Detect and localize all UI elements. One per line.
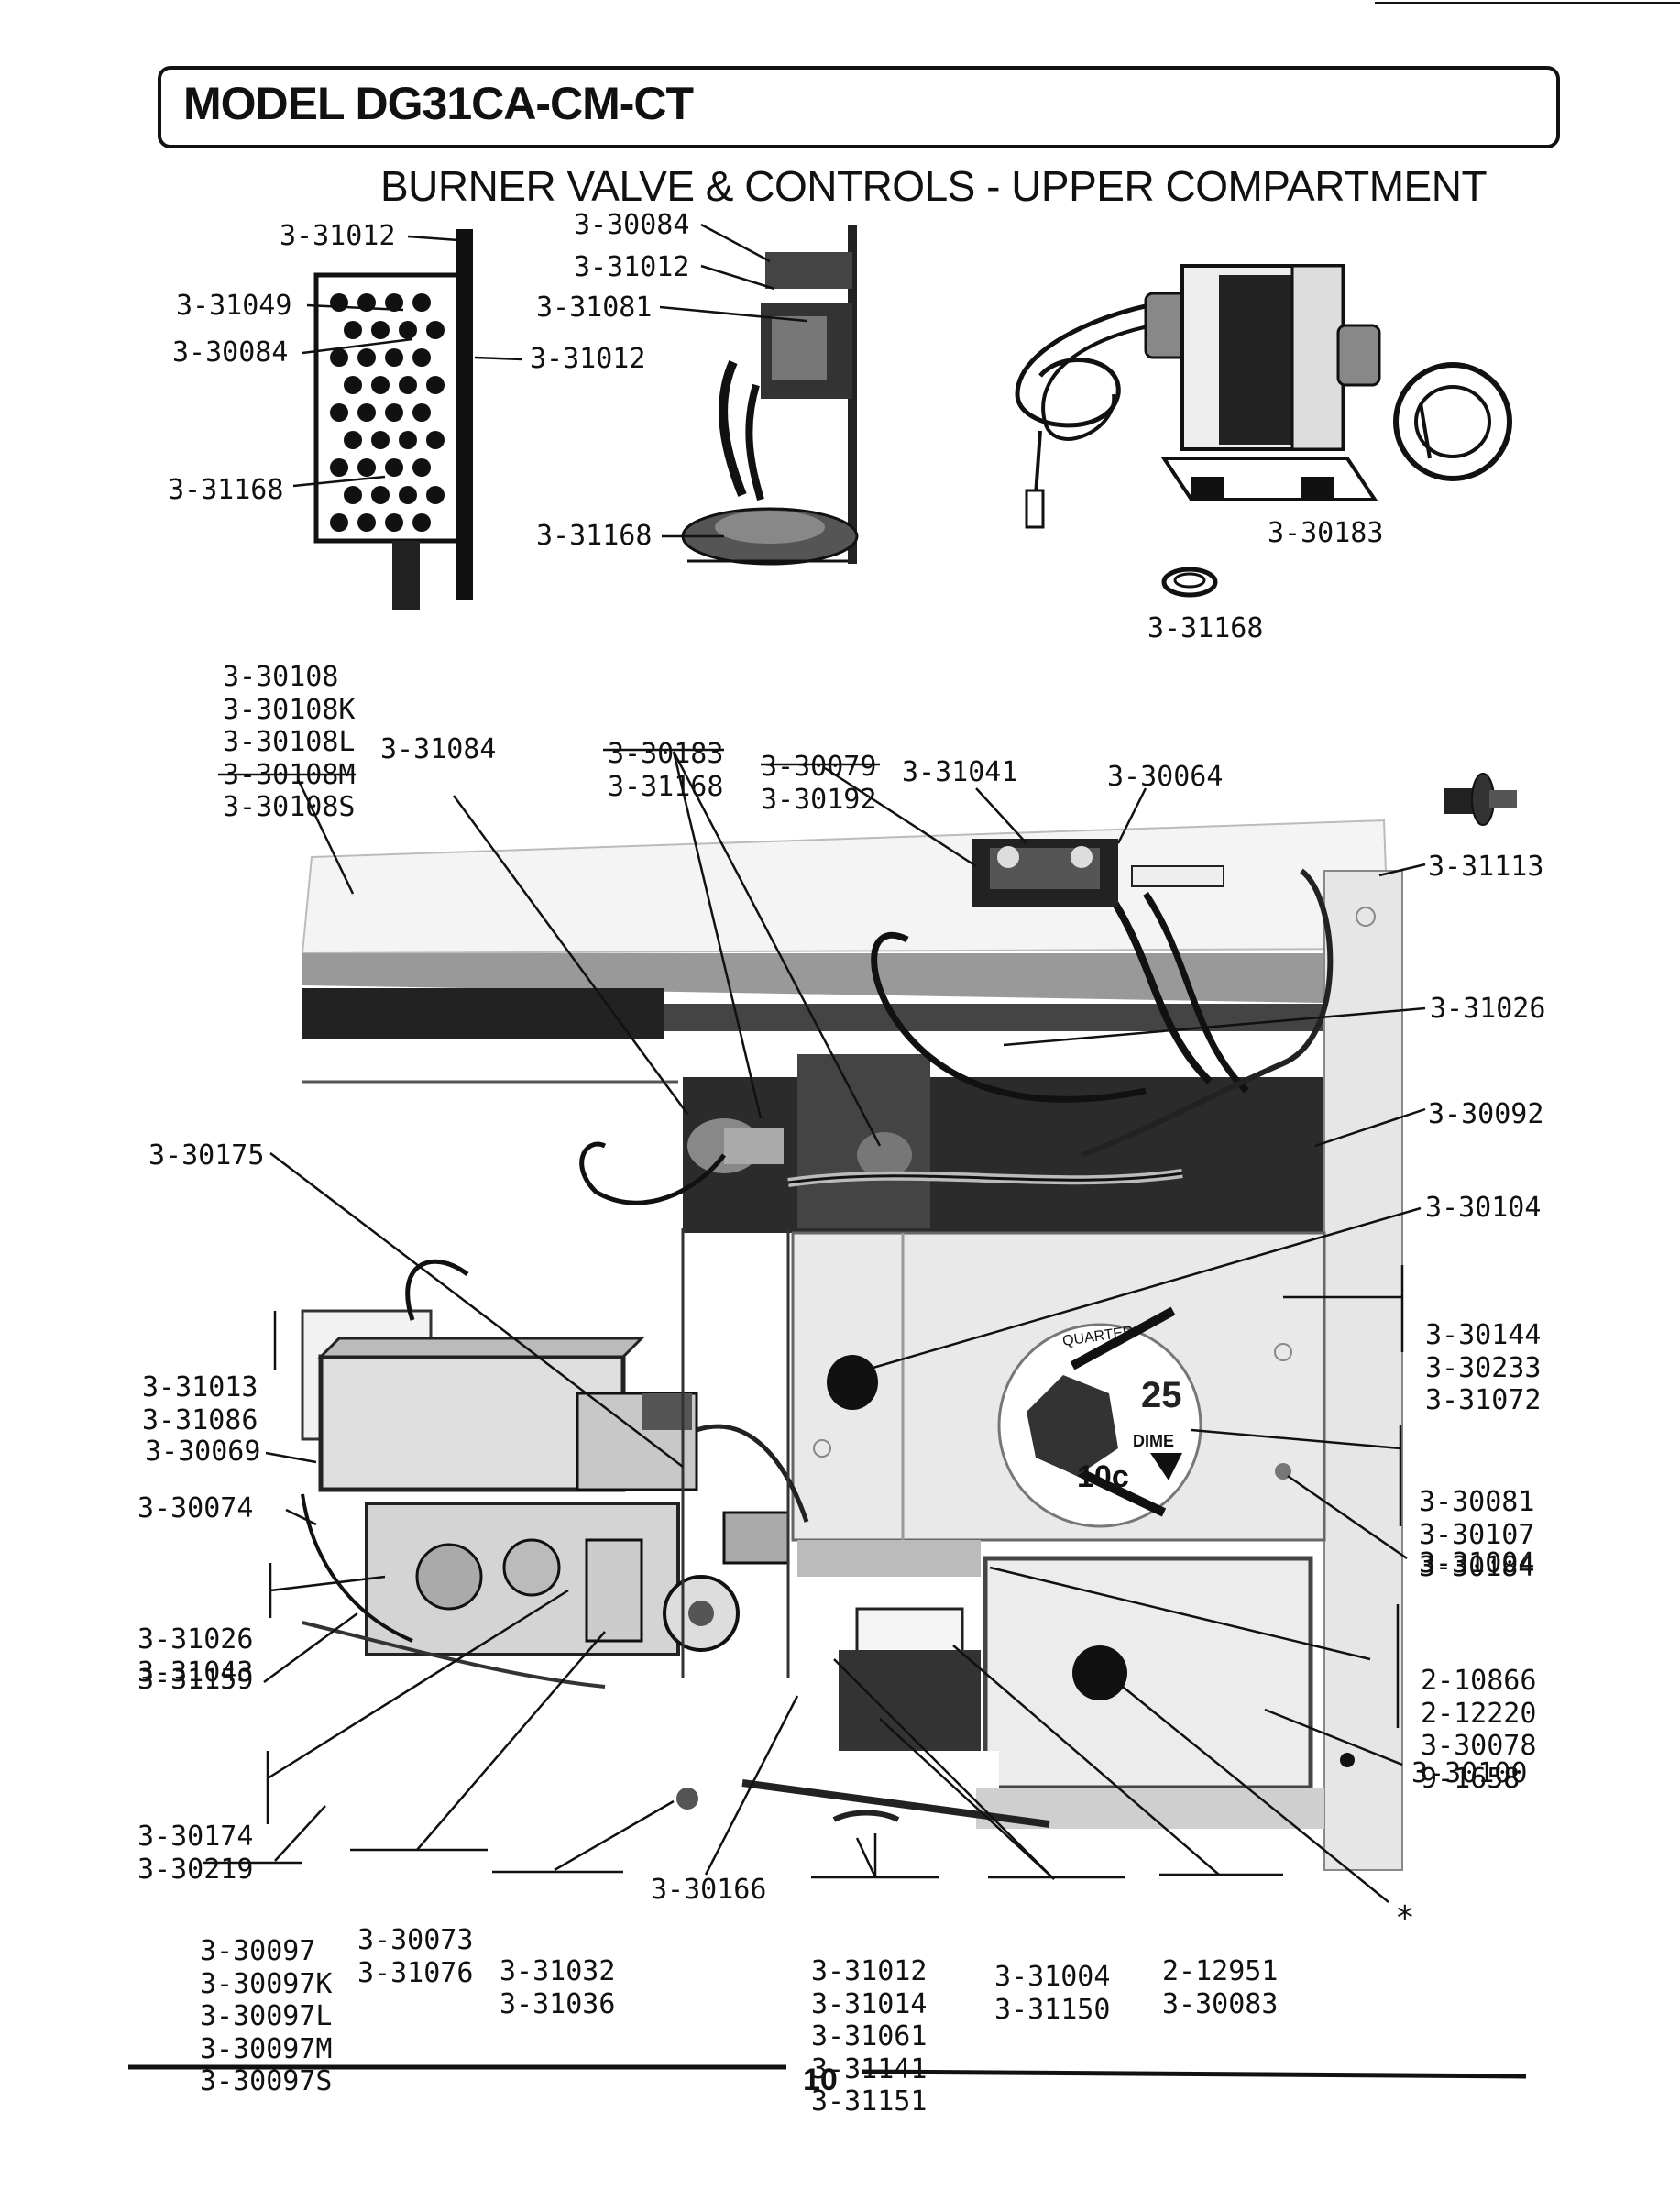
page-number: 10 bbox=[803, 2062, 838, 2097]
title-box bbox=[158, 66, 1560, 148]
callout-top-mid-d: 3-31168 bbox=[536, 520, 653, 552]
callout-top-mid-b: 3-31012 bbox=[574, 251, 690, 283]
coin-dime-text: DIME bbox=[1133, 1432, 1174, 1450]
main-compartment-illustration: QUARTER 25 DIME 10c bbox=[275, 819, 1403, 1871]
callout-30104: 3-30104 bbox=[1425, 1192, 1542, 1224]
callout-30166: 3-30166 bbox=[651, 1874, 767, 1906]
callout-31113: 3-31113 bbox=[1428, 851, 1544, 883]
callout-top-right-a: 3-30183 bbox=[1268, 517, 1384, 549]
leader-lines bbox=[203, 223, 1426, 1903]
callout-31004: 3-31004 bbox=[1419, 1547, 1535, 1579]
callout-31159: 3-31159 bbox=[137, 1664, 254, 1696]
callout-top-left-c: 3-30084 bbox=[172, 336, 289, 368]
coin-25-text: 25 bbox=[1141, 1375, 1182, 1415]
switch-assembly-illustration bbox=[681, 225, 859, 566]
callout-30064: 3-30064 bbox=[1107, 761, 1224, 793]
callout-31026: 3-31026 bbox=[1430, 993, 1546, 1025]
callout-top-left-e: 3-31168 bbox=[168, 474, 284, 506]
callout-30074: 3-30074 bbox=[137, 1492, 254, 1524]
callout-top-left-d: 3-31012 bbox=[530, 343, 646, 375]
callout-31084: 3-31084 bbox=[380, 733, 497, 765]
model-title: MODEL DG31CA-CM-CT bbox=[183, 78, 694, 129]
connector-fitting-illustration bbox=[1444, 773, 1517, 826]
asterisk-note: * bbox=[1395, 1899, 1415, 1937]
callout-top-left-b: 3-31049 bbox=[176, 290, 292, 322]
callout-31041: 3-31041 bbox=[902, 756, 1018, 788]
callout-top-mid-c: 3-31081 bbox=[536, 292, 653, 324]
callout-30069: 3-30069 bbox=[145, 1436, 261, 1468]
callout-30100: 3-30100 bbox=[1411, 1757, 1528, 1789]
callout-top-mid-a: 3-30084 bbox=[574, 209, 690, 241]
callout-top-right-b: 3-31168 bbox=[1147, 612, 1264, 644]
transformer-illustration bbox=[1015, 264, 1512, 598]
section-subtitle: BURNER VALVE & CONTROLS - UPPER COMPARTM… bbox=[380, 162, 1488, 210]
callout-30092: 3-30092 bbox=[1428, 1098, 1544, 1130]
vent-cap-illustration bbox=[313, 229, 473, 610]
coin-10c-text: 10c bbox=[1077, 1459, 1129, 1494]
callout-top-left-a: 3-31012 bbox=[280, 220, 396, 252]
callout-30175: 3-30175 bbox=[148, 1139, 265, 1172]
